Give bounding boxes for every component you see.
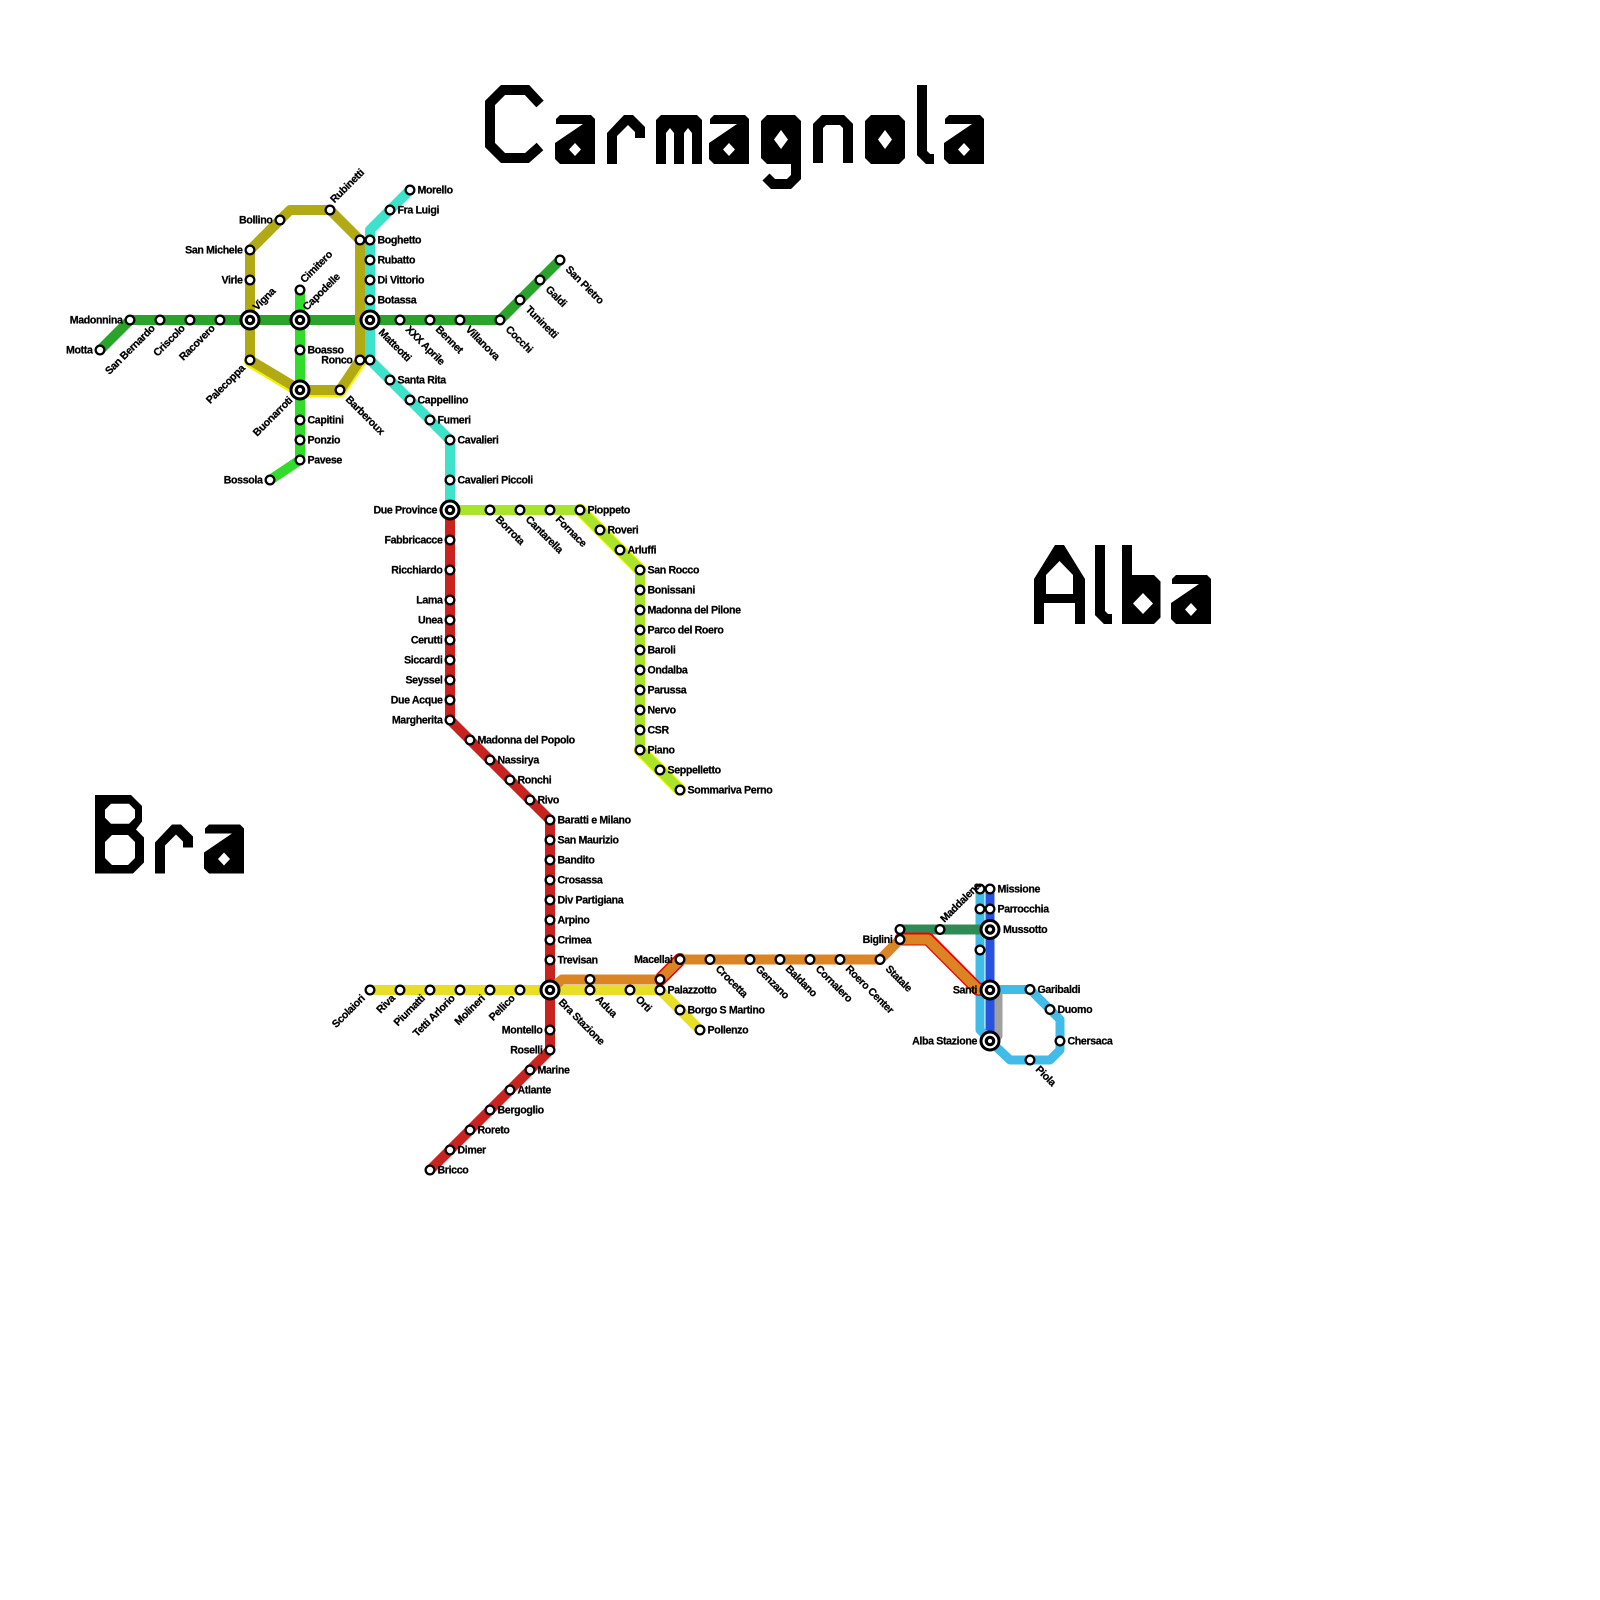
svg-text:CSR: CSR (648, 725, 670, 737)
svg-text:Motta: Motta (66, 345, 93, 357)
svg-text:Madonna del Pilone: Madonna del Pilone (648, 605, 742, 617)
svg-text:Santa Rita: Santa Rita (398, 375, 447, 387)
svg-text:Parco del Roero: Parco del Roero (648, 625, 725, 637)
svg-text:Due Acque: Due Acque (391, 695, 443, 707)
svg-text:Parrocchia: Parrocchia (998, 904, 1050, 916)
svg-text:Macellai: Macellai (634, 954, 673, 966)
svg-text:Ronco: Ronco (321, 355, 353, 367)
svg-text:Morello: Morello (418, 185, 454, 197)
svg-text:Trevisan: Trevisan (558, 955, 598, 967)
svg-text:Borgo S Martino: Borgo S Martino (688, 1005, 766, 1017)
svg-text:Missione: Missione (998, 884, 1041, 896)
svg-text:Due Province: Due Province (373, 505, 437, 517)
svg-text:Roreto: Roreto (478, 1125, 511, 1137)
svg-text:Di Vittorio: Di Vittorio (378, 275, 425, 287)
svg-text:Fumeri: Fumeri (438, 415, 472, 427)
svg-text:San Rocco: San Rocco (648, 565, 700, 577)
svg-text:Rubatto: Rubatto (378, 255, 416, 267)
svg-text:Madonna del Popolo: Madonna del Popolo (478, 735, 576, 747)
svg-text:Alba Stazione: Alba Stazione (912, 1036, 977, 1048)
svg-text:Bricco: Bricco (438, 1165, 470, 1177)
svg-text:San Michele: San Michele (185, 245, 243, 257)
svg-text:Roselli: Roselli (510, 1045, 543, 1057)
svg-text:Pavese: Pavese (308, 455, 343, 467)
svg-text:Atlante: Atlante (518, 1085, 552, 1097)
svg-text:Botassa: Botassa (378, 295, 417, 307)
svg-text:Siccardi: Siccardi (404, 655, 443, 667)
svg-text:Bandito: Bandito (558, 855, 596, 867)
svg-text:Seppelletto: Seppelletto (668, 765, 722, 777)
svg-text:Margherita: Margherita (392, 715, 443, 727)
svg-text:Bossola: Bossola (224, 475, 263, 487)
svg-text:Santi: Santi (953, 985, 978, 997)
svg-text:Ronchi: Ronchi (518, 775, 552, 787)
svg-text:Cerutti: Cerutti (411, 635, 443, 647)
svg-text:Bollino: Bollino (239, 215, 273, 227)
svg-text:Biglini: Biglini (863, 934, 893, 946)
svg-text:Cappellino: Cappellino (418, 395, 470, 407)
svg-text:Duomo: Duomo (1058, 1004, 1094, 1016)
svg-text:Seyssel: Seyssel (405, 675, 442, 687)
svg-text:Bonissani: Bonissani (648, 585, 696, 597)
svg-text:Ricchiardo: Ricchiardo (391, 565, 443, 577)
svg-text:Madonnina: Madonnina (70, 315, 123, 327)
svg-text:Ponzio: Ponzio (308, 435, 341, 447)
svg-text:Arpino: Arpino (558, 915, 591, 927)
svg-text:Marine: Marine (538, 1065, 571, 1077)
svg-text:Montello: Montello (502, 1025, 544, 1037)
svg-text:Boasso: Boasso (308, 345, 345, 357)
svg-text:Arluffi: Arluffi (628, 545, 657, 557)
svg-text:Pollenzo: Pollenzo (708, 1025, 750, 1037)
svg-text:Lama: Lama (416, 595, 443, 607)
svg-text:Virle: Virle (221, 275, 242, 287)
svg-text:Fabbricacce: Fabbricacce (385, 535, 443, 547)
svg-text:Cavalieri: Cavalieri (458, 435, 499, 447)
svg-text:Crosassa: Crosassa (558, 875, 603, 887)
svg-text:Baratti e Milano: Baratti e Milano (558, 815, 632, 827)
svg-text:Div Partigiana: Div Partigiana (558, 895, 624, 907)
svg-text:Chersaca: Chersaca (1068, 1036, 1113, 1048)
svg-text:Nassirya: Nassirya (498, 755, 540, 767)
svg-text:San Maurizio: San Maurizio (558, 835, 620, 847)
svg-text:Ondalba: Ondalba (648, 665, 688, 677)
svg-text:Palazzotto: Palazzotto (668, 985, 718, 997)
svg-text:Cavalieri Piccoli: Cavalieri Piccoli (458, 475, 534, 487)
svg-text:Bergoglio: Bergoglio (498, 1105, 545, 1117)
svg-text:Garibaldi: Garibaldi (1038, 984, 1081, 996)
svg-text:Dimer: Dimer (458, 1145, 487, 1157)
svg-text:Crimea: Crimea (558, 935, 592, 947)
svg-text:Boghetto: Boghetto (378, 235, 423, 247)
svg-text:Nervo: Nervo (648, 705, 677, 717)
svg-text:Mussotto: Mussotto (1003, 924, 1048, 936)
svg-text:Unea: Unea (418, 615, 443, 627)
svg-text:Baroli: Baroli (648, 645, 676, 657)
svg-text:Fra Luigi: Fra Luigi (398, 205, 440, 217)
svg-text:Parussa: Parussa (648, 685, 687, 697)
svg-text:Rivo: Rivo (538, 795, 560, 807)
svg-text:Sommariva Perno: Sommariva Perno (688, 785, 774, 797)
svg-text:Pioppeto: Pioppeto (588, 505, 631, 517)
svg-text:Piano: Piano (648, 745, 676, 757)
svg-text:Capitini: Capitini (308, 415, 344, 427)
svg-text:Roveri: Roveri (608, 525, 639, 537)
